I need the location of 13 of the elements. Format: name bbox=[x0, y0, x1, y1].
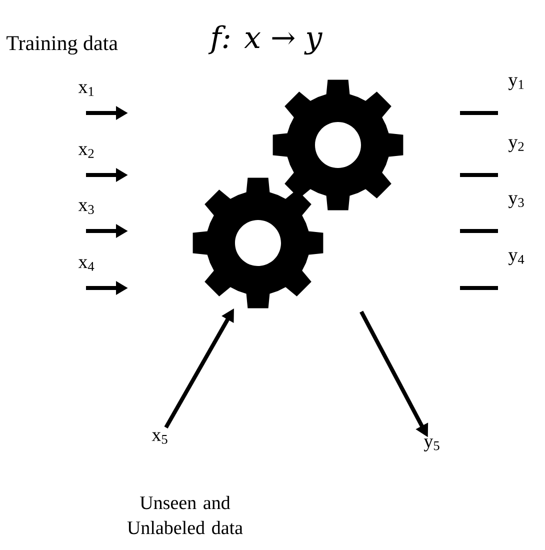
caption-text: Unseen and Unlabeled data bbox=[127, 496, 243, 534]
variable-label: y$_{5}$ bbox=[424, 438, 440, 452]
variable-label: y$_{4}$ bbox=[508, 252, 524, 266]
variable-label: y$_{3}$ bbox=[508, 195, 524, 208]
variable-label: x$_{5}$ bbox=[152, 432, 168, 444]
variable-label: y$_{1}$ bbox=[508, 77, 524, 90]
variable-label: y$_{2}$ bbox=[508, 139, 524, 152]
variable-label: x$_{1}$ bbox=[78, 84, 94, 96]
variable-label: x$_{2}$ bbox=[78, 146, 94, 158]
gears-drawing bbox=[192, 80, 404, 308]
title: Training data bbox=[6, 35, 118, 55]
variable-label: x$_{4}$ bbox=[78, 259, 94, 271]
variable-label: x$_{3}$ bbox=[78, 202, 94, 214]
